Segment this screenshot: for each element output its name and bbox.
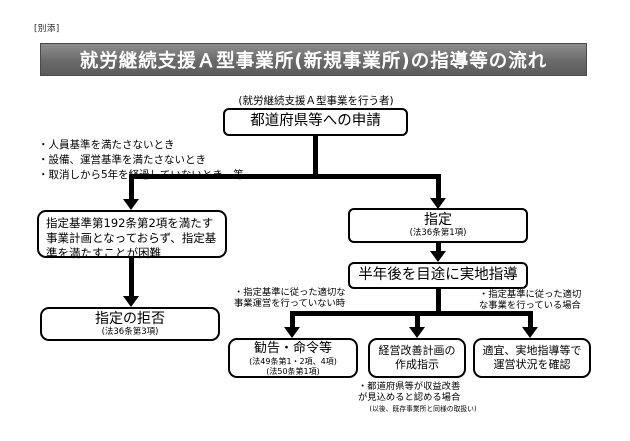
connector-refusal-line — [129, 256, 134, 298]
connector-apply-stem — [313, 136, 318, 176]
page-title: 就労継続支援Ａ型事業所(新規事業所)の指導等の流れ — [79, 50, 548, 72]
arrow-down-refusal-icon — [123, 296, 139, 307]
improvement-box-line: 経営改善計画の — [378, 344, 456, 357]
arrow-down-left-branch-icon — [123, 199, 139, 210]
reject-reason-line: ・設備、運営基準を満たさないとき — [38, 154, 206, 167]
connector-split-left-line — [290, 314, 295, 328]
appropriate-note-line: な事業を行っている場合 — [479, 300, 581, 312]
connector-split-bar — [290, 311, 533, 316]
not-appropriate-note-line: 事業運営を行っていない時 — [234, 298, 346, 310]
not-appropriate-note: ・指定基準に従った適切な 事業運営を行っていない時 — [234, 287, 346, 309]
confirm-box-line: 適宜、実地指導等で — [482, 344, 582, 357]
profit-note: ・都道府県等が収益改善 が見込めると認める場合 (以後、既存事業所と同様の取扱い… — [358, 381, 488, 413]
onsite-box: 半年後を目途に実地指導 — [348, 262, 528, 289]
confirm-box-line: 運営状況を確認 — [493, 358, 571, 371]
profit-note-small: (以後、既存事業所と同様の取扱い) — [369, 405, 477, 414]
arrow-down-onsite-icon — [430, 251, 446, 262]
apply-box: 都道府県等への申請 — [223, 108, 408, 136]
designation-box-note: (法36条第1項) — [409, 227, 467, 238]
connector-right-branch-line — [436, 176, 441, 199]
improvement-box-line: 作成指示 — [395, 358, 439, 371]
refusal-box-title: 指定の拒否 — [95, 311, 165, 327]
applicant-caption: (就労継続支援Ａ型事業を行う者) — [238, 95, 394, 107]
arrow-down-confirm-icon — [522, 327, 538, 338]
connector-left-branch-line — [129, 176, 134, 200]
arrow-down-improvement-icon — [409, 327, 425, 338]
profit-note-line: ・都道府県等が収益改善 — [358, 381, 461, 392]
connector-split-right-line — [528, 314, 533, 328]
improvement-box: 経営改善計画の 作成指示 — [368, 338, 466, 378]
arrow-down-right-branch-icon — [430, 198, 446, 209]
difficulty-box-label: 指定基準第192条第2項を満たす事業計画となっておらず、指定基準を満たすことが困… — [46, 216, 217, 261]
connector-split-stem — [436, 289, 441, 313]
onsite-box-label: 半年後を目途に実地指導 — [358, 267, 518, 283]
designation-box-title: 指定 — [424, 212, 452, 228]
apply-box-label: 都道府県等への申請 — [250, 113, 381, 129]
appropriate-note: ・指定基準に従った適切 な事業を行っている場合 — [479, 289, 581, 311]
reject-reasons: ・人員基準を満たさないとき ・設備、運営基準を満たさないとき ・取消しから5年を… — [38, 138, 244, 184]
refusal-box-note: (法36条第3項) — [101, 326, 159, 337]
connector-split-mid-line — [415, 314, 420, 328]
recommendation-box: 勧告・命令等 (法49条第1・2項、4項) (法50条第1項) — [228, 338, 358, 378]
appropriate-note-line: ・指定基準に従った適切 — [479, 289, 582, 300]
corner-label: [別添] — [34, 24, 60, 34]
refusal-box: 指定の拒否 (法36条第3項) — [40, 307, 220, 341]
profit-note-line: が見込めると認める場合 — [358, 392, 461, 404]
difficulty-box: 指定基準第192条第2項を満たす事業計画となっておらず、指定基準を満たすことが困… — [37, 210, 227, 260]
confirm-box: 適宜、実地指導等で 運営状況を確認 — [473, 338, 591, 378]
designation-box: 指定 (法36条第1項) — [348, 208, 528, 243]
connector-onsite-line — [436, 241, 441, 253]
connector-branch-bar — [129, 174, 441, 179]
arrow-down-recommendation-icon — [284, 327, 300, 338]
reject-reason-line: ・人員基準を満たさないとき — [38, 139, 175, 151]
recommendation-box-note1: (法49条第1・2項、4項) — [249, 357, 337, 366]
title-bar: 就労継続支援Ａ型事業所(新規事業所)の指導等の流れ — [40, 43, 587, 76]
recommendation-box-title: 勧告・命令等 — [253, 341, 332, 356]
not-appropriate-note-line: ・指定基準に従った適切な — [234, 287, 346, 298]
recommendation-box-note2: (法50条第1項) — [266, 367, 320, 376]
